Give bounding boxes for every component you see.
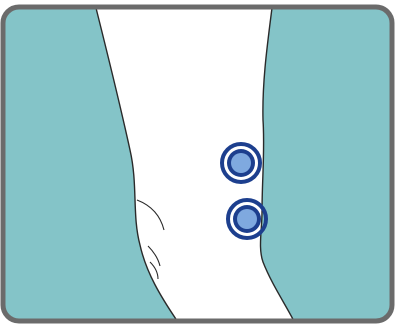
ring-core — [237, 209, 257, 229]
lower-electrode-marker — [228, 200, 266, 238]
upper-electrode-marker — [222, 144, 260, 182]
ring-core — [231, 153, 251, 173]
